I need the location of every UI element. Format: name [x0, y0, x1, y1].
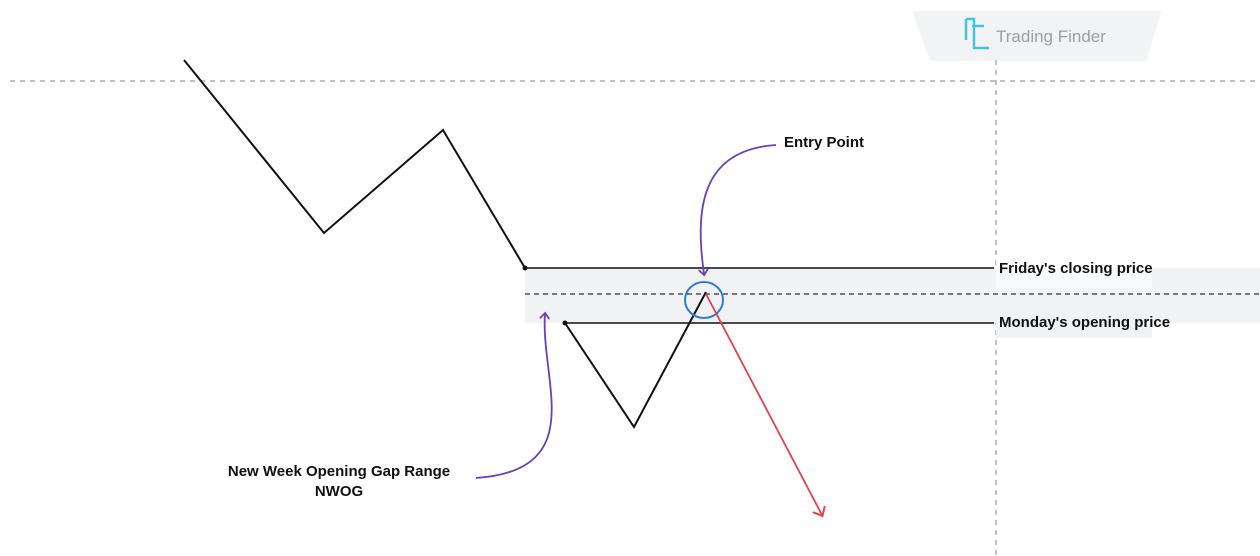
short-move-arrow — [705, 293, 822, 515]
label-bg-friday — [996, 258, 1152, 288]
nwog-arrow — [475, 314, 553, 479]
entry-point-label: Entry Point — [784, 134, 865, 151]
price-path-post-open — [564, 291, 707, 429]
trading-finder-logo-icon — [964, 17, 989, 50]
entry-point-circle — [684, 281, 724, 319]
entry-point-arrow — [701, 144, 777, 274]
price-path-pre-weekend — [183, 59, 526, 269]
brand-name: Trading Finder — [996, 27, 1106, 46]
label-bg-monday — [996, 312, 1152, 338]
monday-open-label: Monday's opening price — [999, 314, 1171, 331]
friday-close-label: Friday's closing price — [999, 260, 1153, 277]
nwog-label-line1: New Week Opening Gap Range — [227, 463, 451, 480]
nwog-label-line2: NWOG — [314, 483, 364, 500]
